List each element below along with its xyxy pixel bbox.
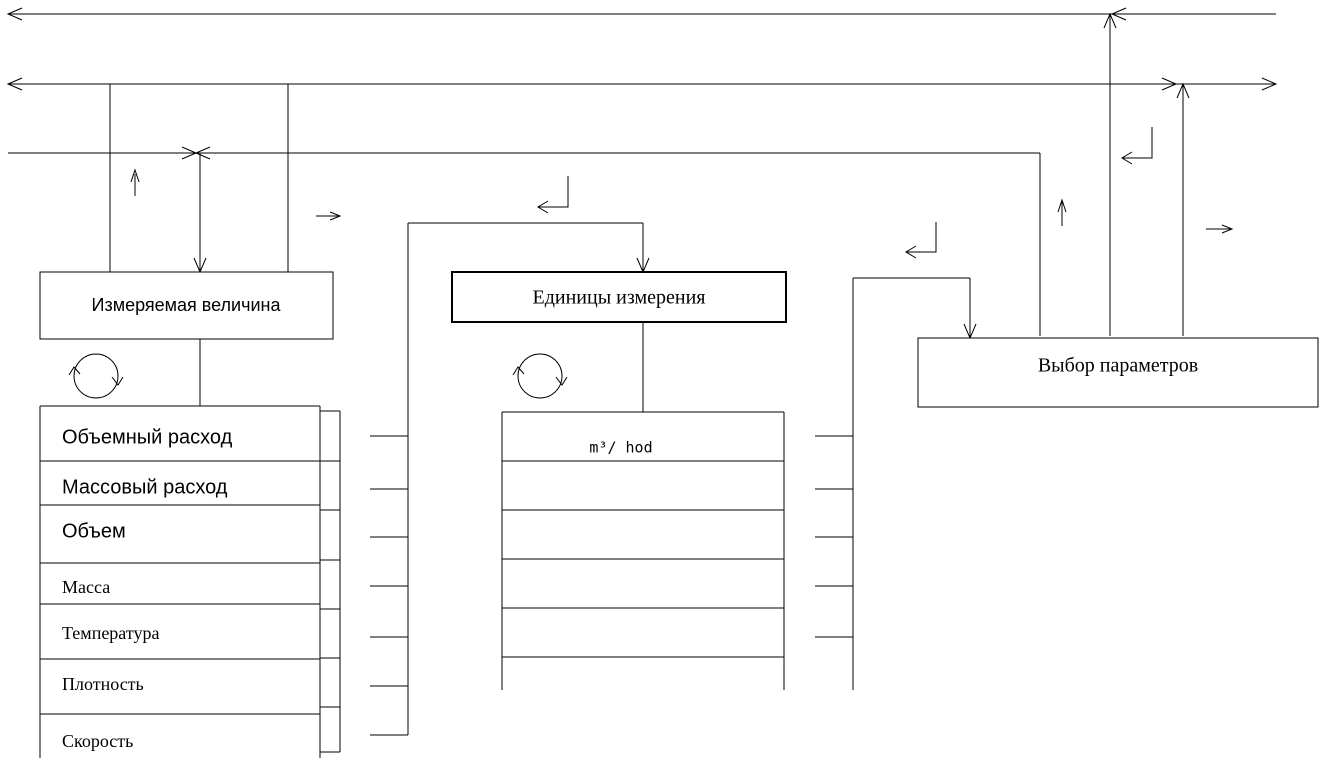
units-label: Единицы измерения	[533, 287, 706, 309]
return-arrow-icon	[537, 176, 569, 214]
list-item-label: Масса	[62, 577, 110, 597]
unit-label: m³/ hod	[589, 439, 652, 457]
list-item-label: Скорость	[62, 731, 133, 751]
list-item-label: Плотность	[62, 674, 144, 694]
list-item[interactable]	[502, 585, 853, 609]
list-item[interactable]: Масса	[40, 559, 408, 597]
list-item-label: Массовый расход	[62, 476, 228, 498]
parameter-selection-label: Выбор параметров	[1038, 355, 1198, 377]
parameter-selection-block[interactable]: Выбор параметров	[917, 337, 1319, 408]
bus-line-third	[8, 146, 1041, 336]
bus-line-second	[6, 77, 1278, 91]
direction-arrow-up-right	[1057, 198, 1067, 226]
list-item-label: Объем	[62, 520, 126, 542]
return-arrow-icon	[905, 222, 937, 259]
vertical-connectors	[109, 12, 1190, 336]
rotate-icon[interactable]	[68, 353, 124, 399]
measured-quantity-label: Измеряемая величина	[92, 295, 282, 315]
list-item[interactable]: Плотность	[40, 657, 408, 694]
list-item-label: Объемный расход	[62, 426, 233, 448]
units-block[interactable]: Единицы измерения	[451, 271, 787, 323]
list-item[interactable]: Объемный расход	[40, 405, 408, 462]
list-item[interactable]: m³/ hod	[502, 435, 853, 462]
direction-arrow-right-left	[316, 211, 342, 221]
list-item-label: Температура	[62, 623, 159, 643]
list-item[interactable]	[502, 536, 853, 560]
list-item[interactable]: Объем	[40, 504, 408, 542]
connector-units-to-parameters	[852, 277, 977, 690]
list-item[interactable]: Массовый расход	[40, 460, 408, 498]
quantity-list: Объемный расход Массовый расход Объем Ма…	[39, 405, 408, 758]
unit-list: m³/ hod	[501, 411, 853, 690]
list-item[interactable]: Температура	[40, 603, 408, 643]
direction-arrow-right-right	[1206, 224, 1234, 234]
list-item[interactable]	[502, 488, 853, 511]
list-item[interactable]	[502, 636, 853, 658]
measured-quantity-block[interactable]: Измеряемая величина	[39, 271, 334, 340]
bus-line-top	[6, 7, 1276, 21]
return-arrow-icon	[1121, 127, 1153, 165]
rotate-icon[interactable]	[512, 353, 568, 399]
direction-arrow-up-left	[130, 168, 140, 196]
list-item[interactable]: Скорость	[40, 706, 408, 751]
